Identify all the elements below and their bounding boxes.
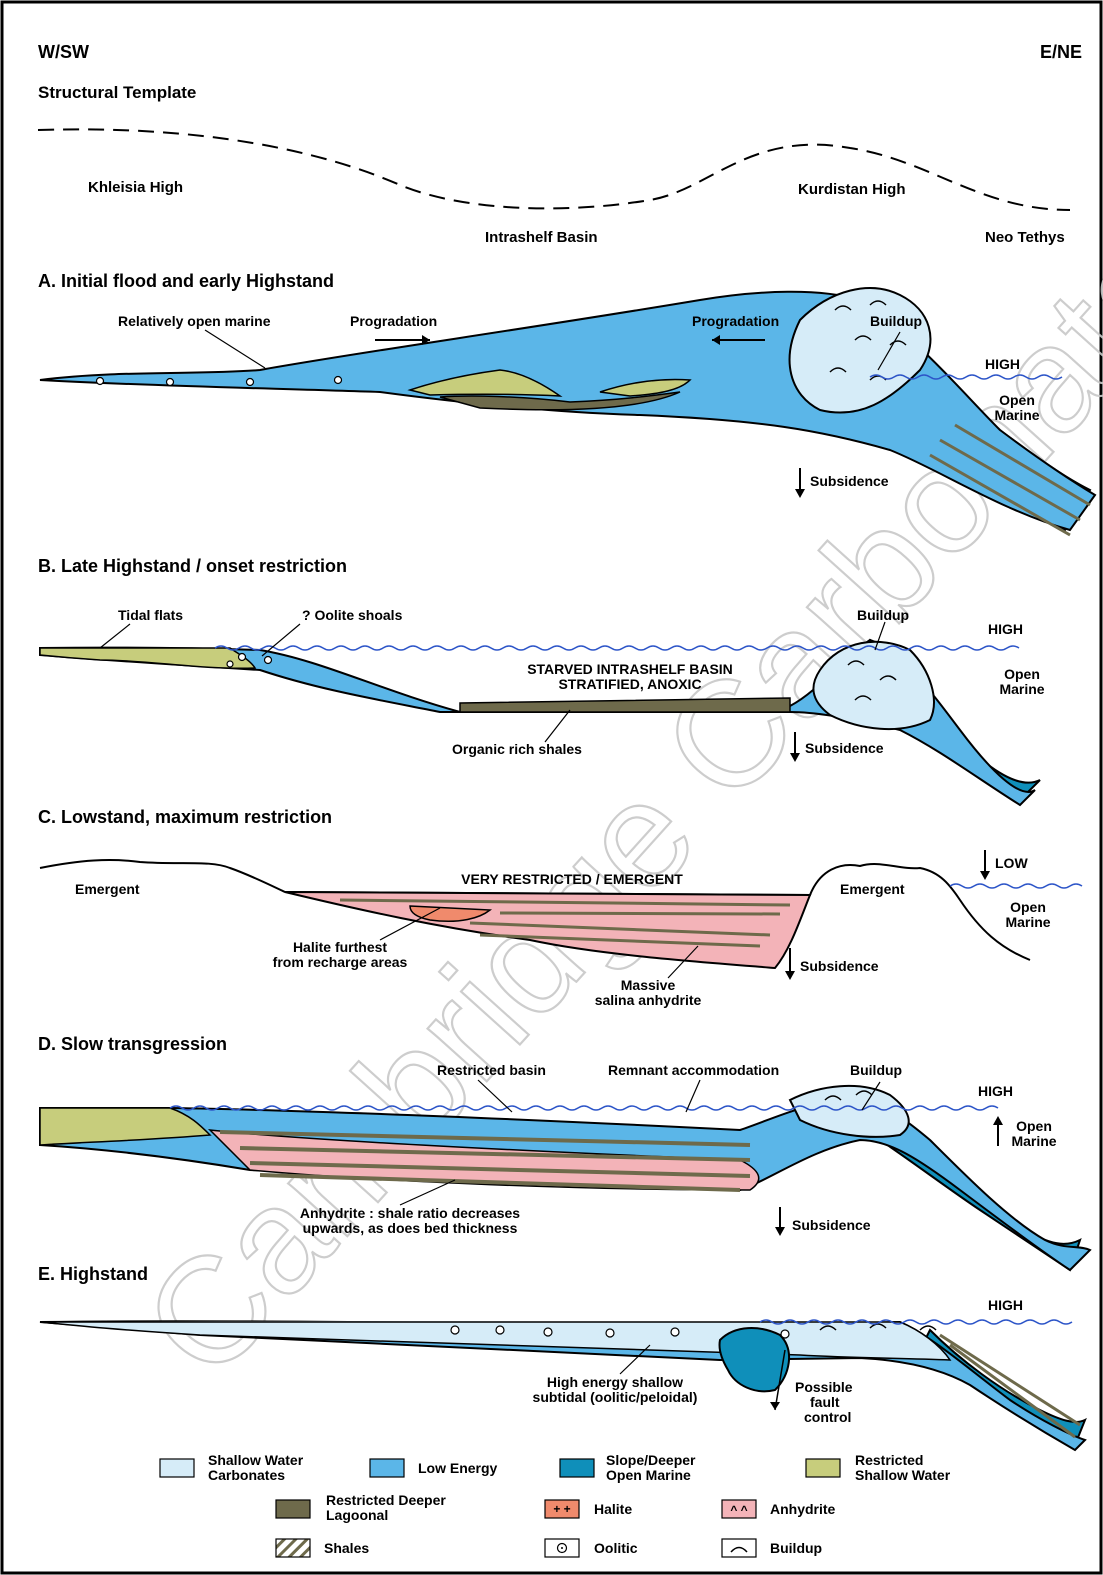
- label-control: control: [804, 1409, 851, 1425]
- label-salina-anhydrite: salina anhydrite: [595, 992, 702, 1008]
- label-buildup-a: Buildup: [870, 313, 922, 329]
- label-emergent-left: Emergent: [75, 881, 140, 897]
- legend-label-slope-1: Slope/Deeper: [606, 1452, 696, 1468]
- legend-label-shallow-water-2: Carbonates: [208, 1467, 285, 1483]
- anhydrite-caret-icon: ^ ^: [730, 1503, 747, 1517]
- legend-label-low-energy: Low Energy: [418, 1460, 498, 1476]
- legend-swatch-restricted-shallow: [806, 1459, 840, 1477]
- label-massive: Massive: [621, 977, 676, 993]
- label-anhydrite-ratio-1: Anhydrite : shale ratio decreases: [300, 1205, 520, 1221]
- label-kurdistan-high: Kurdistan High: [798, 181, 906, 198]
- label-subsidence-c: Subsidence: [800, 958, 879, 974]
- label-neo-tethys: Neo Tethys: [985, 229, 1065, 246]
- structural-template-curve: [38, 129, 1070, 210]
- legend-label-restricted-shallow-1: Restricted: [855, 1452, 923, 1468]
- label-open-a: Open: [999, 392, 1035, 408]
- label-marine-c: Marine: [1005, 914, 1050, 930]
- label-open-c: Open: [1010, 899, 1046, 915]
- label-stratified-anoxic: STRATIFIED, ANOXIC: [558, 676, 701, 692]
- label-progradation-right: Progradation: [692, 313, 779, 329]
- structural-title: Structural Template: [38, 83, 196, 102]
- panel-b-title: B. Late Highstand / onset restriction: [38, 556, 347, 576]
- label-halite-2: from recharge areas: [273, 954, 408, 970]
- label-anhydrite-ratio-2: upwards, as does bed thickness: [303, 1220, 518, 1236]
- label-marine-d: Marine: [1011, 1133, 1056, 1149]
- halite-plus-icon: + +: [553, 1502, 570, 1516]
- label-halite-1: Halite furthest: [293, 939, 387, 955]
- label-high-energy-2: subtidal (oolitic/peloidal): [533, 1389, 698, 1405]
- panel-a-title: A. Initial flood and early Highstand: [38, 271, 334, 291]
- label-intrashelf-basin: Intrashelf Basin: [485, 229, 598, 246]
- legend-swatch-slope-deeper: [560, 1459, 594, 1477]
- orientation-right: E/NE: [1040, 42, 1082, 62]
- legend-label-restricted-deeper-2: Lagoonal: [326, 1507, 388, 1523]
- label-remnant-accommodation: Remnant accommodation: [608, 1062, 779, 1078]
- panel-e-title: E. Highstand: [38, 1264, 148, 1284]
- legend-label-buildup: Buildup: [770, 1540, 822, 1556]
- legend-label-halite: Halite: [594, 1501, 632, 1517]
- panel-c-title: C. Lowstand, maximum restriction: [38, 807, 332, 827]
- legend-swatch-restricted-deeper: [276, 1500, 310, 1518]
- label-marine-b: Marine: [999, 681, 1044, 697]
- label-fault: fault: [810, 1394, 840, 1410]
- label-organic-rich-shales: Organic rich shales: [452, 741, 582, 757]
- label-very-restricted: VERY RESTRICTED / EMERGENT: [461, 871, 683, 887]
- panel-d-title: D. Slow transgression: [38, 1034, 227, 1054]
- label-marine-a: Marine: [994, 407, 1039, 423]
- legend-swatch-shales: [276, 1539, 310, 1557]
- label-high-a: HIGH: [985, 356, 1020, 372]
- orientation-left: W/SW: [38, 42, 89, 62]
- label-starved-basin: STARVED INTRASHELF BASIN: [527, 661, 733, 677]
- label-restricted-basin: Restricted basin: [437, 1062, 546, 1078]
- label-low-c: LOW: [995, 855, 1028, 871]
- panel-b-section: [40, 622, 1040, 805]
- label-open-d: Open: [1016, 1118, 1052, 1134]
- legend-label-restricted-deeper-1: Restricted Deeper: [326, 1492, 446, 1508]
- label-subsidence-a: Subsidence: [810, 473, 889, 489]
- label-relatively-open-marine: Relatively open marine: [118, 313, 271, 329]
- label-possible: Possible: [795, 1379, 853, 1395]
- legend-label-anhydrite: Anhydrite: [770, 1501, 836, 1517]
- label-khleisia-high: Khleisia High: [88, 179, 183, 196]
- label-subsidence-d: Subsidence: [792, 1217, 871, 1233]
- label-high-b: HIGH: [988, 621, 1023, 637]
- label-buildup-d: Buildup: [850, 1062, 902, 1078]
- legend-swatch-shallow-water: [160, 1459, 194, 1477]
- label-progradation-left: Progradation: [350, 313, 437, 329]
- label-emergent-right: Emergent: [840, 881, 905, 897]
- legend-label-oolitic: Oolitic: [594, 1540, 638, 1556]
- legend-label-shales: Shales: [324, 1540, 369, 1556]
- legend-label-shallow-water-1: Shallow Water: [208, 1452, 304, 1468]
- legend-label-restricted-shallow-2: Shallow Water: [855, 1467, 951, 1483]
- label-buildup-b: Buildup: [857, 607, 909, 623]
- label-high-d: HIGH: [978, 1083, 1013, 1099]
- label-tidal-flats: Tidal flats: [118, 607, 183, 623]
- label-high-energy-1: High energy shallow: [547, 1374, 683, 1390]
- label-high-e: HIGH: [988, 1297, 1023, 1313]
- label-oolite-shoals: ? Oolite shoals: [302, 607, 403, 623]
- label-subsidence-b: Subsidence: [805, 740, 884, 756]
- legend-swatch-low-energy: [370, 1459, 404, 1477]
- label-open-b: Open: [1004, 666, 1040, 682]
- legend-label-slope-2: Open Marine: [606, 1467, 691, 1483]
